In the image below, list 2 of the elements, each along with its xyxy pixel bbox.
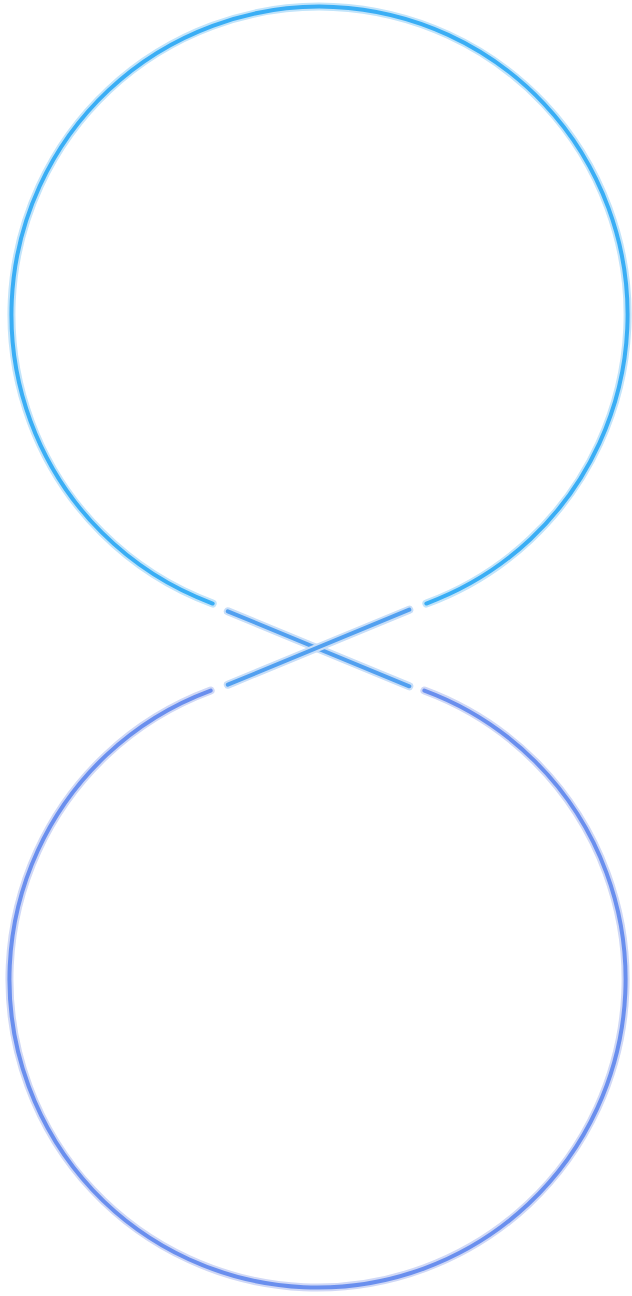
open-ring (7, 2, 632, 608)
open-ring (5, 686, 630, 1292)
